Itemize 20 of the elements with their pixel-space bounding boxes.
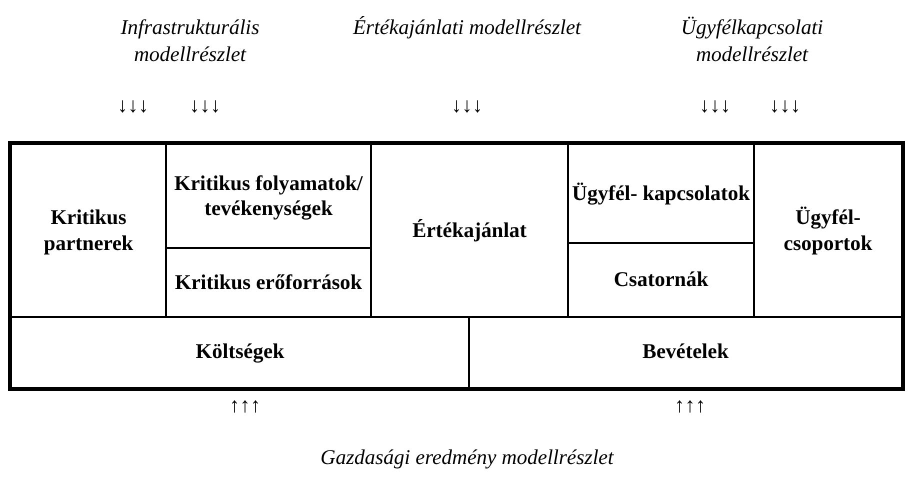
canvas-block: Ügyfél- kapcsolatok xyxy=(567,143,755,244)
canvas-block: Bevételek xyxy=(468,316,903,388)
section-heading: Ügyfélkapcsolati modellrészlet xyxy=(680,14,824,68)
arrow-symbols: ↓↓↓ xyxy=(698,92,732,119)
section-heading: Gazdasági eredmény modellrészlet xyxy=(319,444,615,471)
canvas-block: Kritikus folyamatok/ tevékenységek xyxy=(165,143,372,249)
arrow-symbols: ↑↑↑ xyxy=(228,392,262,419)
canvas-block: Csatornák xyxy=(567,242,755,318)
arrow-symbols: ↓↓↓ xyxy=(116,92,150,119)
section-heading: Infrastrukturális modellrészlet xyxy=(120,14,260,68)
arrow-symbols: ↓↓↓ xyxy=(188,92,222,119)
arrow-symbols: ↑↑↑ xyxy=(673,392,707,419)
section-heading: Értékajánlati modellrészlet xyxy=(352,14,582,41)
canvas-block: Ügyfél- csoportok xyxy=(753,143,903,318)
canvas-block: Értékajánlat xyxy=(370,143,569,318)
canvas-block: Kritikus partnerek xyxy=(10,143,167,318)
arrow-symbols: ↓↓↓ xyxy=(450,92,484,119)
canvas-block: Kritikus erőforrások xyxy=(165,247,372,318)
arrow-symbols: ↓↓↓ xyxy=(768,92,802,119)
canvas-block: Költségek xyxy=(10,316,470,388)
